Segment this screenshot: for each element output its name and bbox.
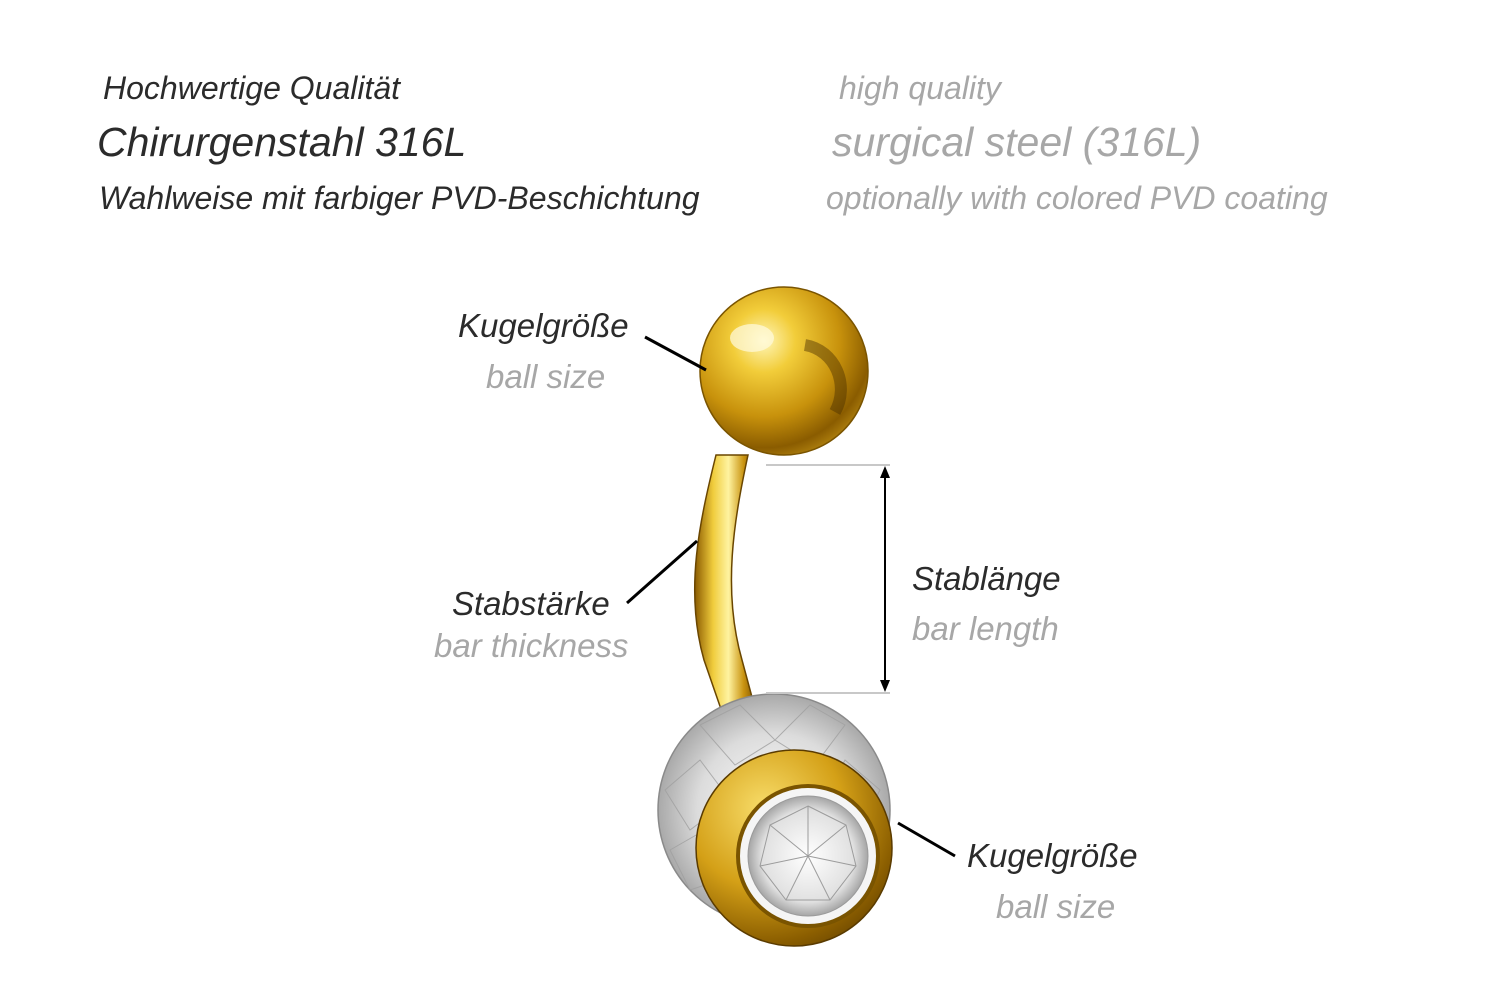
heading-coating-de: Wahlweise mit farbiger PVD-Beschichtung	[99, 180, 700, 216]
label-bar-length-en: bar length	[912, 610, 1059, 647]
heading-material-en: surgical steel (316L)	[832, 119, 1202, 165]
label-bar-thickness-de: Stabstärke	[452, 585, 610, 622]
leader-top-ball	[644, 335, 707, 372]
label-top-ball-size-en: ball size	[486, 358, 606, 395]
heading-quality-en: high quality	[839, 70, 1001, 106]
heading-quality-de: Hochwertige Qualität	[103, 70, 401, 106]
label-top-ball-size-de: Kugelgröße	[458, 307, 629, 344]
leader-bar-thickness	[626, 539, 698, 605]
label-bar-length-de: Stablänge	[912, 560, 1061, 597]
leader-bottom-ball	[897, 821, 956, 858]
label-bottom-ball-size-de: Kugelgröße	[967, 837, 1138, 874]
label-bar-thickness-en: bar thickness	[434, 627, 629, 664]
length-arrow-bottom	[880, 680, 890, 692]
heading-coating-en: optionally with colored PVD coating	[826, 180, 1328, 216]
bottom-jewel-ball	[657, 693, 893, 947]
length-arrow-top	[880, 466, 890, 478]
heading-material-de: Chirurgenstahl 316L	[97, 119, 467, 165]
bar-shaft	[693, 454, 757, 713]
label-bottom-ball-size-en: ball size	[996, 888, 1116, 925]
